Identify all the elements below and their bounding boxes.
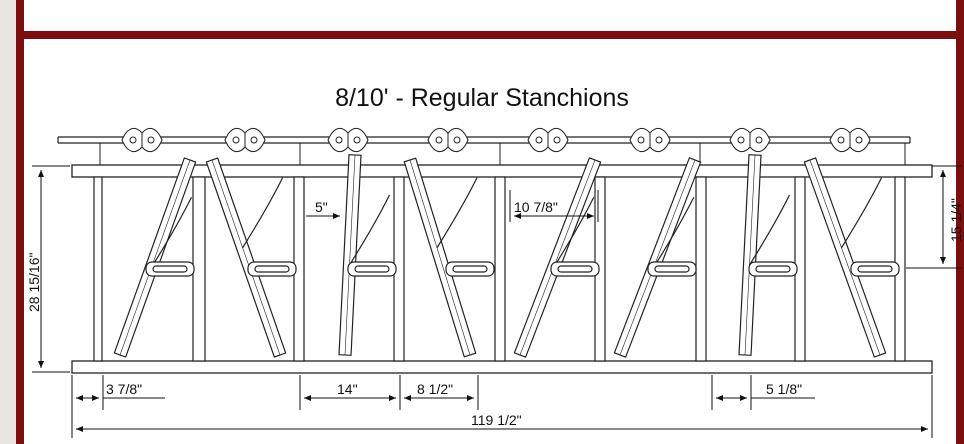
coupler [327, 127, 369, 153]
dim-overall-height [32, 165, 70, 373]
coupler [829, 127, 871, 153]
latch-handle [347, 261, 397, 277]
coupler [729, 127, 771, 153]
stanchion-bar [738, 154, 791, 356]
post [192, 176, 206, 362]
stanchion-bar [403, 157, 478, 358]
latch-handle [550, 261, 600, 277]
dim-overall-height-label: 28 15/16" [26, 253, 42, 312]
dim-overall-length-label: 119 1/2" [471, 412, 522, 428]
bottom-rail [71, 360, 933, 374]
dim-bottom-lines [71, 375, 933, 438]
latch-handle [247, 261, 297, 277]
dim-bottom-14-label: 14" [337, 381, 358, 397]
dim-inner-width-label: 10 7/8" [514, 199, 558, 215]
diagram-title: 8/10' - Regular Stanchions [335, 84, 629, 112]
page-background [0, 0, 16, 444]
coupler [629, 127, 671, 153]
couplers [99, 127, 906, 165]
stanchion-bar [513, 157, 602, 358]
post [93, 176, 103, 362]
latch-handle [145, 261, 195, 277]
coupler [121, 127, 163, 153]
latch-handle [445, 261, 495, 277]
coupler [527, 127, 569, 153]
stanchion-bar [113, 157, 197, 358]
latch-handle [850, 261, 900, 277]
latch-handles [145, 261, 900, 277]
dim-upper-height [906, 165, 962, 269]
latch-handle [647, 261, 697, 277]
dim-inner-width [509, 190, 599, 222]
latch-handle [748, 261, 798, 277]
stanchion-bars [113, 154, 887, 358]
dim-upper-height-label: 15 1/4" [948, 198, 964, 242]
top-rail [71, 164, 933, 178]
frame-border-top [16, 31, 964, 39]
dim-gap-5-label: 5" [315, 199, 328, 215]
post [494, 176, 506, 362]
stanchion-bar [613, 157, 702, 358]
frame-border-left [16, 0, 24, 444]
dim-bottom-8-5-label: 8 1/2" [417, 381, 453, 397]
post [695, 176, 707, 362]
dim-bottom-left-label: 3 7/8" [106, 381, 142, 397]
stanchion-bar [803, 157, 887, 358]
frame-border-right [956, 0, 964, 444]
stanchion-bar [338, 154, 391, 356]
stanchion-bar [205, 157, 287, 358]
top-pipe [57, 136, 911, 144]
coupler [224, 127, 266, 153]
dim-bottom-5-1-8-label: 5 1/8" [766, 381, 802, 397]
coupler [427, 127, 469, 153]
